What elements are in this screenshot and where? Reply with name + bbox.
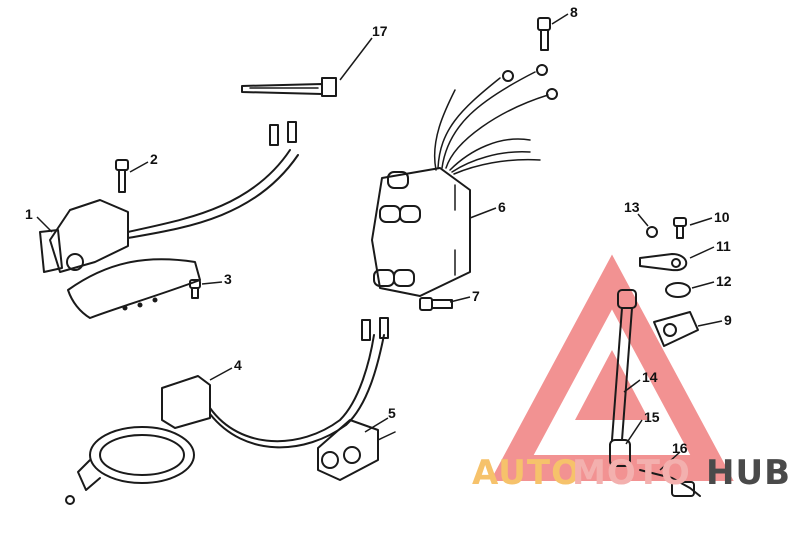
callout-7: 7 bbox=[472, 288, 480, 304]
callout-1: 1 bbox=[25, 206, 33, 222]
coil-assembly bbox=[65, 317, 389, 505]
bolt-2 bbox=[115, 159, 129, 193]
callout-8: 8 bbox=[570, 4, 578, 20]
callout-17: 17 bbox=[372, 23, 388, 39]
lead-14-16 bbox=[609, 289, 701, 497]
screw-3 bbox=[189, 279, 201, 299]
callout-15: 15 bbox=[644, 409, 660, 425]
switch-box bbox=[371, 64, 558, 297]
callout-2: 2 bbox=[150, 151, 158, 167]
boot-9 bbox=[653, 311, 699, 347]
watermark-logo: AUTO MOTO HUB bbox=[472, 453, 791, 493]
watermark-part1: AUTO bbox=[472, 453, 581, 493]
cable-tie bbox=[241, 77, 337, 97]
callout-6: 6 bbox=[498, 199, 506, 215]
callout-12: 12 bbox=[716, 273, 732, 289]
callout-16: 16 bbox=[672, 440, 688, 456]
callout-labels: 1 2 3 4 5 6 7 8 9 10 11 12 13 14 15 16 1… bbox=[25, 4, 732, 456]
terminal-block-5 bbox=[317, 419, 396, 481]
callout-13: 13 bbox=[624, 199, 640, 215]
callout-5: 5 bbox=[388, 405, 396, 421]
callout-10: 10 bbox=[714, 209, 730, 225]
hardware-10-13 bbox=[639, 217, 691, 298]
watermark-part3: HUB bbox=[706, 453, 791, 493]
watermark-part2: MOTO bbox=[572, 453, 691, 493]
bolt-8 bbox=[537, 17, 551, 51]
callout-4: 4 bbox=[234, 357, 242, 373]
screw-7 bbox=[419, 297, 453, 311]
leader-lines bbox=[36, 13, 723, 471]
callout-11: 11 bbox=[716, 238, 731, 254]
callout-9: 9 bbox=[724, 312, 732, 328]
callout-3: 3 bbox=[224, 271, 232, 287]
watermark-triangle bbox=[490, 254, 734, 481]
callout-14: 14 bbox=[642, 369, 658, 385]
trigger-assembly bbox=[39, 121, 299, 319]
